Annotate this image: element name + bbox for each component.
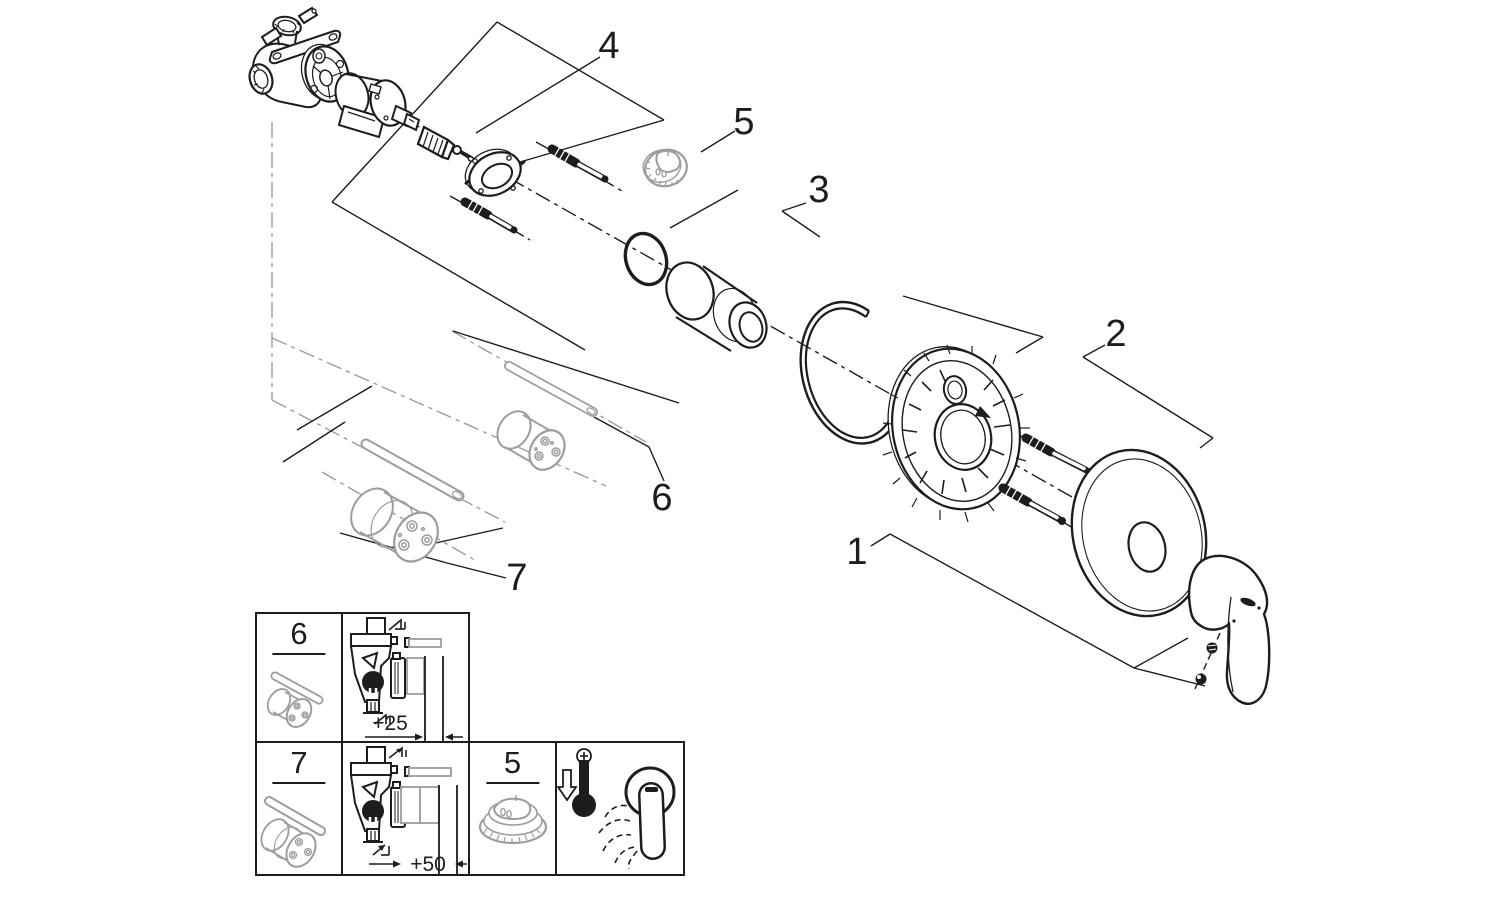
valve-screws xyxy=(460,144,609,234)
mounting-plate-part xyxy=(882,344,1030,523)
escutcheon-part xyxy=(1070,448,1208,618)
inset-label-5: 5 xyxy=(485,746,540,784)
valve-cross-section-plus25: +25 xyxy=(349,617,463,741)
finished-wall-icon-top xyxy=(388,618,406,631)
part-label-7: 7 xyxy=(506,557,528,599)
finished-wall-icon-bottom xyxy=(372,844,390,856)
leader-part3 xyxy=(669,189,821,238)
inset-cell-5: 5 xyxy=(468,741,557,876)
retaining-ring-part xyxy=(799,300,897,445)
extension-sleeve-section xyxy=(419,786,440,824)
inset-label-7: 7 xyxy=(272,746,326,784)
part-label-1: 1 xyxy=(846,531,868,573)
inset-cell-6: 6 xyxy=(255,612,343,743)
inset-cell-7: 7 xyxy=(255,741,343,876)
part-label-5: 5 xyxy=(733,101,755,143)
extension-spindle-section xyxy=(408,638,442,648)
valve-body-part xyxy=(248,6,350,109)
valve-cross-section-plus50: +50 xyxy=(349,746,467,874)
leader-part5 xyxy=(700,130,736,153)
extension-sleeve-section xyxy=(400,786,421,824)
lever-handle-icon xyxy=(638,782,666,860)
part-label-6: 6 xyxy=(651,477,673,519)
inset-cell-plus50: +50 xyxy=(341,741,470,876)
hand-outline-icon xyxy=(598,804,638,870)
extension-set-7-parts xyxy=(350,438,465,563)
extension-sleeve-section xyxy=(406,657,425,695)
dimension-label-plus50: +50 xyxy=(410,853,446,874)
temperature-limit-stop-icon xyxy=(478,795,548,845)
extension-spindle-icon xyxy=(266,671,324,728)
finished-wall-icon-bottom xyxy=(374,713,391,725)
part-label-3: 3 xyxy=(808,169,830,211)
adapter-part xyxy=(416,125,475,163)
part-label-2: 2 xyxy=(1105,313,1127,355)
part-label-4: 4 xyxy=(598,25,620,67)
leader-part6 xyxy=(296,330,680,482)
handle-screw-parts xyxy=(1195,642,1218,685)
temperature-limit-stop-part xyxy=(642,148,688,188)
leader-part2 xyxy=(902,295,1214,449)
finished-wall-icon-top xyxy=(388,746,407,759)
o-ring-part xyxy=(623,231,669,287)
leader-part4 xyxy=(331,21,665,351)
cartridge-part xyxy=(334,72,421,139)
leader-part7 xyxy=(282,421,507,579)
down-arrow-icon xyxy=(557,769,578,802)
inset-cell-plus25: +25 xyxy=(341,612,470,743)
temperature-handle-instruction xyxy=(557,748,676,870)
plate-rib-lines xyxy=(902,369,1011,495)
dimension-plus50 xyxy=(369,860,467,868)
dimension-plus25 xyxy=(365,733,463,741)
leader-lines xyxy=(282,21,1214,687)
inset-label-6: 6 xyxy=(272,617,326,655)
extension-spindle-icon xyxy=(260,796,326,868)
thermometer-cold-icon xyxy=(572,748,596,817)
dimension-label-plus25: +25 xyxy=(372,712,408,735)
inset-cell-temperature xyxy=(555,741,685,876)
leader-part1 xyxy=(870,533,1206,687)
sleeve-part xyxy=(665,261,768,352)
flange-ring-part xyxy=(464,148,526,197)
extension-spindle-section xyxy=(408,767,452,777)
lever-handle-part xyxy=(1187,554,1271,705)
extension-set-6-parts xyxy=(496,361,598,471)
